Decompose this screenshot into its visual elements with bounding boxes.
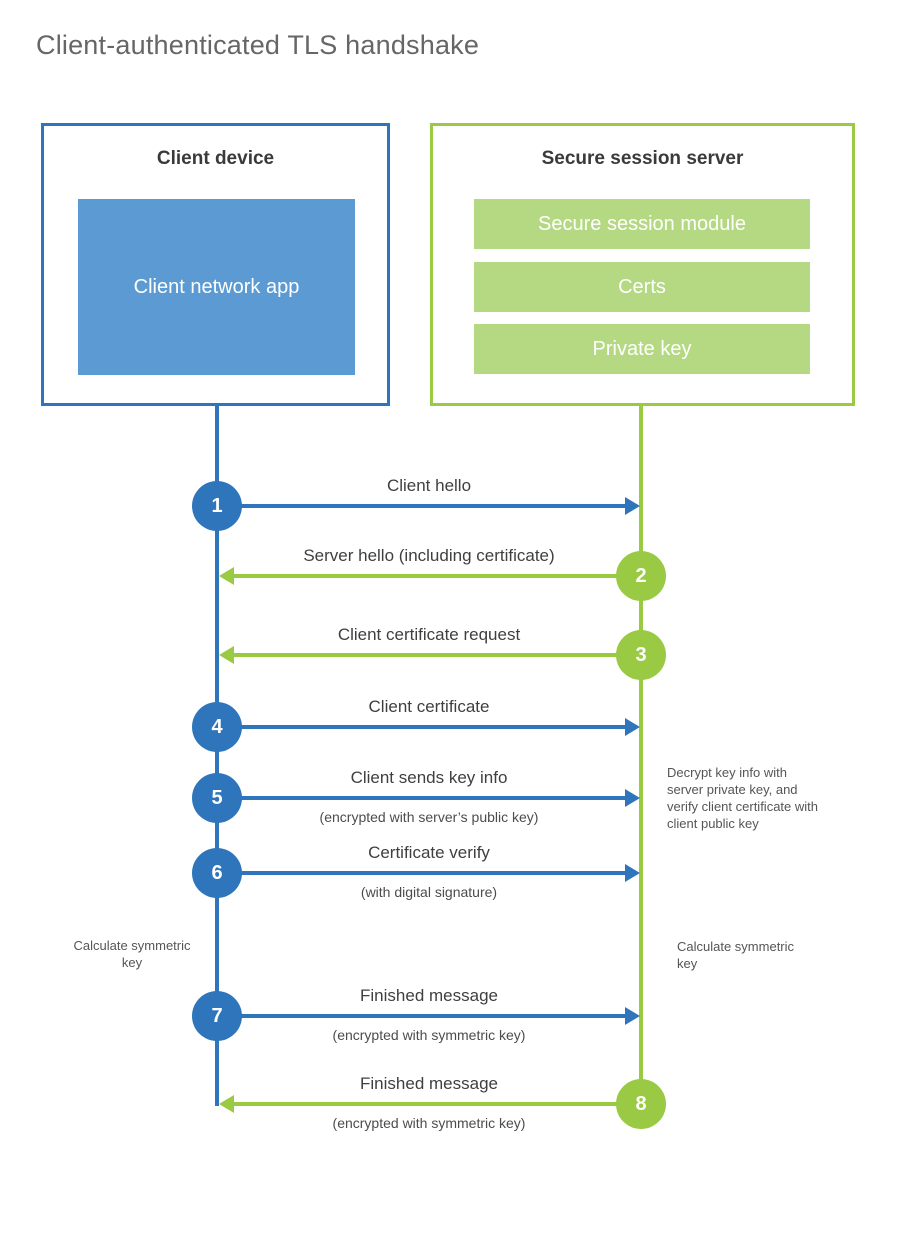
step-7-arrow	[240, 1014, 626, 1018]
step-7-sublabel: (encrypted with symmetric key)	[332, 1027, 526, 1043]
client-lifeline	[215, 404, 219, 1106]
step-6-arrow	[240, 871, 626, 875]
client-calculate-symmetric-key-note: Calculate symmetric key	[73, 938, 191, 970]
server-module-secure-session: Secure session module	[474, 199, 810, 249]
step-7-arrowhead-icon	[625, 1007, 640, 1025]
step-6-badge: 6	[192, 848, 242, 898]
step-5-arrow	[240, 796, 626, 800]
server-calculate-symmetric-key-note: Calculate symmetric key	[677, 939, 795, 971]
step-8-badge: 8	[616, 1079, 666, 1129]
client-network-app-label: Client network app	[133, 276, 300, 298]
client-device-title: Client device	[156, 148, 275, 169]
step-4-arrowhead-icon	[625, 718, 640, 736]
step-2-arrow	[233, 574, 617, 578]
client-network-app-box: Client network app	[78, 199, 355, 375]
page-title: Client-authenticated TLS handshake	[36, 30, 480, 60]
step-5-label: Client sends key info	[350, 768, 508, 787]
step-3-label: Client certificate request	[337, 625, 521, 644]
step-8-sublabel: (encrypted with symmetric key)	[332, 1115, 526, 1131]
step-4-label: Client certificate	[368, 697, 490, 716]
server-module-private-key: Private key	[474, 324, 810, 374]
step-1-arrowhead-icon	[625, 497, 640, 515]
server-decrypt-note: Decrypt key info with server private key…	[667, 765, 818, 831]
step-5-arrowhead-icon	[625, 789, 640, 807]
step-5-badge: 5	[192, 773, 242, 823]
step-1-label: Client hello	[386, 476, 472, 495]
step-8-label: Finished message	[360, 1074, 498, 1093]
client-device-box: Client device Client network app	[41, 123, 390, 406]
step-2-badge: 2	[616, 551, 666, 601]
step-4-arrow	[240, 725, 626, 729]
step-3-arrow	[233, 653, 617, 657]
step-6-sublabel: (with digital signature)	[360, 884, 498, 900]
step-2-arrowhead-icon	[219, 567, 234, 585]
server-module-certs: Certs	[474, 262, 810, 312]
step-3-badge: 3	[616, 630, 666, 680]
secure-session-server-box: Secure session server Secure session mod…	[430, 123, 855, 406]
step-1-arrow	[240, 504, 626, 508]
step-5-sublabel: (encrypted with server’s public key)	[319, 809, 539, 825]
step-7-badge: 7	[192, 991, 242, 1041]
step-8-arrow	[233, 1102, 617, 1106]
step-3-arrowhead-icon	[219, 646, 234, 664]
step-6-label: Certificate verify	[368, 843, 490, 862]
step-2-label: Server hello (including certificate)	[303, 546, 555, 565]
step-8-arrowhead-icon	[219, 1095, 234, 1113]
step-6-arrowhead-icon	[625, 864, 640, 882]
secure-session-server-title: Secure session server	[541, 148, 744, 169]
step-1-badge: 1	[192, 481, 242, 531]
server-lifeline	[639, 404, 643, 1104]
step-4-badge: 4	[192, 702, 242, 752]
step-7-label: Finished message	[360, 986, 498, 1005]
